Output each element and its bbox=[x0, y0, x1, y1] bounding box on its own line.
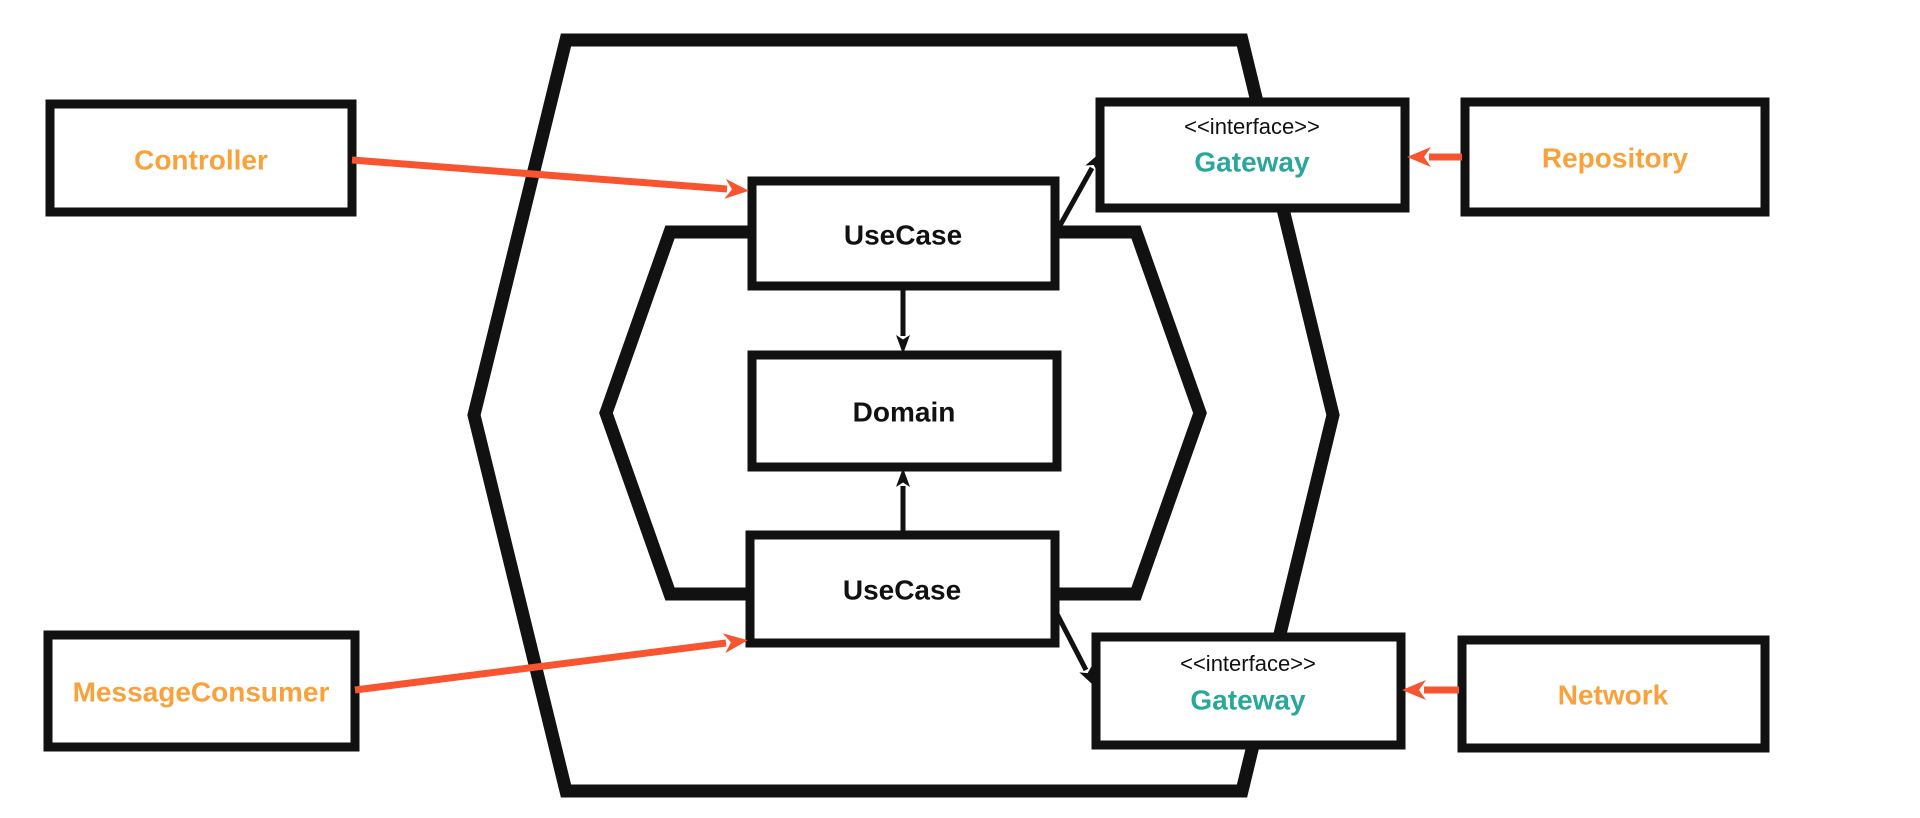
usecase-top-box bbox=[747, 176, 1060, 291]
outer-hexagon bbox=[467, 33, 1340, 798]
usecase-bottom-node: UseCase bbox=[745, 530, 1060, 648]
gateway-top-stereotype: <<interface>> bbox=[1184, 114, 1320, 139]
usecase-top-label: UseCase bbox=[844, 219, 962, 250]
inner-hexagon bbox=[599, 225, 1207, 601]
controller-box bbox=[45, 99, 357, 217]
gateway-bottom-label: Gateway bbox=[1190, 684, 1306, 715]
network-label: Network bbox=[1558, 679, 1669, 710]
usecase-top-node: UseCase bbox=[747, 176, 1060, 291]
domain-box bbox=[747, 350, 1062, 472]
gateway-bottom-node: <<interface>> Gateway bbox=[1091, 632, 1406, 750]
arrow-controller-to-usecase-top bbox=[351, 156, 749, 199]
gateway-top-box bbox=[1095, 97, 1410, 213]
message-consumer-label: MessageConsumer bbox=[73, 676, 330, 707]
network-node: Network bbox=[1457, 635, 1770, 753]
usecase-bottom-label: UseCase bbox=[843, 574, 961, 605]
message-consumer-box bbox=[43, 630, 360, 752]
gateway-top-node: <<interface>> Gateway bbox=[1095, 97, 1410, 213]
repository-node: Repository bbox=[1460, 97, 1770, 217]
gateway-bottom-box bbox=[1091, 632, 1406, 750]
controller-label: Controller bbox=[134, 144, 268, 175]
arrow-message-consumer-to-usecase-bottom bbox=[354, 633, 748, 694]
domain-node: Domain bbox=[747, 350, 1062, 472]
usecase-bottom-box bbox=[745, 530, 1060, 648]
network-box bbox=[1457, 635, 1770, 753]
message-consumer-node: MessageConsumer bbox=[43, 630, 360, 752]
domain-label: Domain bbox=[853, 396, 956, 427]
arrow-usecase-bottom-to-gateway-bottom bbox=[1053, 610, 1095, 686]
repository-label: Repository bbox=[1542, 142, 1689, 173]
gateway-top-label: Gateway bbox=[1194, 146, 1310, 177]
arrow-usecase-top-to-gateway-top bbox=[1055, 152, 1101, 231]
repository-box bbox=[1460, 97, 1770, 217]
gateway-bottom-stereotype: <<interface>> bbox=[1180, 651, 1316, 676]
controller-node: Controller bbox=[45, 99, 357, 217]
